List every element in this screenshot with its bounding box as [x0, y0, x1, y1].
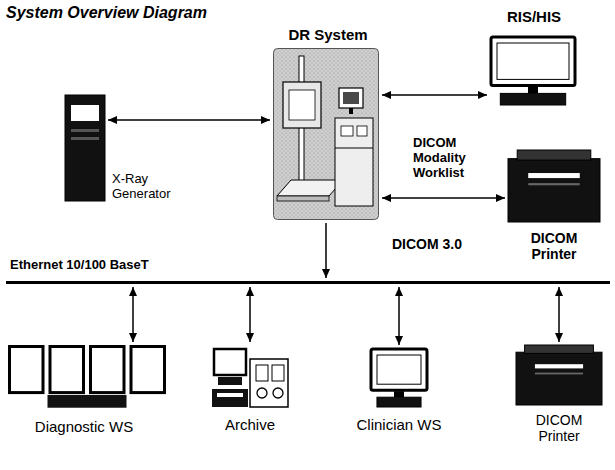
connector-arrow	[249, 287, 251, 342]
connector-arrow	[398, 287, 400, 345]
dicom-printer: DICOM Printer	[516, 345, 602, 405]
archive-icon	[212, 345, 290, 409]
clinician-workstation: Clinician WS	[370, 348, 428, 408]
connector-arrow	[325, 223, 327, 278]
connector-arrow	[108, 119, 270, 121]
node-label: DICOM Printer	[516, 230, 592, 262]
node-label: X-Ray Generator	[112, 172, 190, 202]
diagram-title: System Overview Diagram	[6, 4, 207, 22]
connector-arrow	[382, 94, 487, 96]
x-ray-generator: X-Ray Generator	[65, 95, 105, 201]
node-label: Diagnostic WS	[35, 418, 133, 435]
printer-icon	[516, 345, 602, 405]
gen-icon	[65, 95, 105, 201]
dr-icon	[273, 48, 379, 220]
node-label: Clinician WS	[356, 416, 441, 433]
bus-icon	[6, 281, 610, 284]
node-label: DICOM Printer	[521, 412, 597, 444]
connector-arrow	[132, 287, 134, 342]
node-label: DR System	[288, 26, 367, 43]
protocol-label: DICOM Modality Worklist	[413, 136, 497, 181]
dr-system: DR System	[273, 48, 379, 220]
ris-his-terminal: RIS/HIS	[490, 36, 576, 106]
printer-icon	[508, 150, 600, 222]
pc-icon	[490, 36, 576, 106]
ethernet-bus: Ethernet 10/100 BaseT	[6, 281, 610, 284]
diagnostic-workstation: Diagnostic WS	[8, 345, 166, 409]
diag-icon	[8, 345, 166, 409]
connector-arrow	[382, 197, 505, 199]
dicom-printer: DICOM Printer	[508, 150, 600, 222]
node-label: Archive	[225, 416, 275, 433]
node-label: RIS/HIS	[507, 8, 561, 25]
edge-label: DICOM 3.0	[390, 236, 464, 252]
pc-icon	[370, 348, 428, 408]
connector-arrow	[558, 287, 560, 342]
archive-server: Archive	[212, 345, 290, 409]
node-label: Ethernet 10/100 BaseT	[10, 258, 149, 273]
